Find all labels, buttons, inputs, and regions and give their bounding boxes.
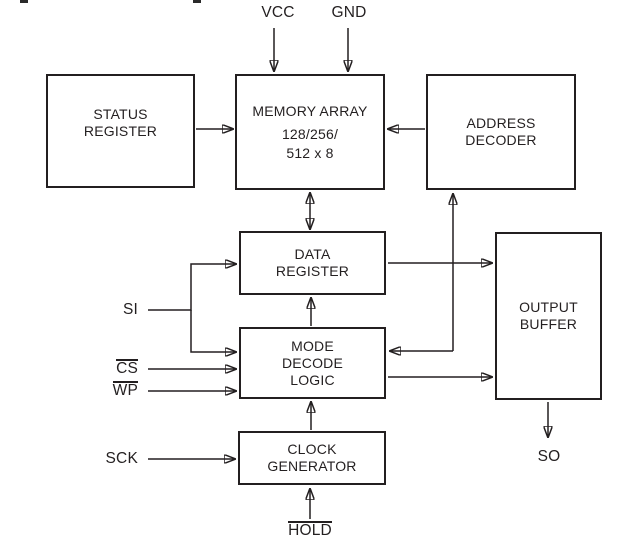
vcc-pin-label: VCC — [261, 4, 295, 21]
hold-pin-label: HOLD — [288, 521, 332, 539]
label-line: STATUS — [93, 106, 148, 122]
data-register-label: DATA REGISTER — [276, 246, 349, 280]
label-line: DECODE — [281, 354, 344, 371]
data-register-box: DATA REGISTER — [239, 231, 386, 295]
output-buffer-box: OUTPUT BUFFER — [495, 232, 602, 400]
memory-array-box: MEMORY ARRAY 128/256/ 512 x 8 — [235, 74, 385, 190]
gnd-pin-label: GND — [331, 4, 367, 21]
label-line: MODE — [291, 337, 334, 354]
label-line: GENERATOR — [267, 458, 357, 474]
label-line: ADDRESS — [466, 115, 536, 131]
label-line: 128/256/ — [281, 125, 339, 142]
so-pin-label: SO — [537, 448, 561, 465]
si-pin-label: SI — [122, 301, 138, 318]
memory-array-label: MEMORY ARRAY 128/256/ 512 x 8 — [252, 102, 367, 163]
label-line: REGISTER — [83, 123, 158, 139]
output-buffer-label: OUTPUT BUFFER — [519, 299, 578, 333]
address-decoder-label: ADDRESS DECODER — [465, 115, 536, 149]
label-line: MEMORY ARRAY — [252, 102, 368, 119]
label-line: LOGIC — [290, 371, 335, 388]
status-register-label: STATUS REGISTER — [84, 106, 157, 140]
arrow-si-to-mode-decode — [190, 310, 236, 352]
label-line: DECODER — [465, 132, 537, 148]
cropped-text-fragment — [20, 0, 28, 3]
clock-generator-box: CLOCK GENERATOR — [238, 431, 386, 485]
mode-decode-logic-box: MODE DECODE LOGIC — [239, 327, 386, 399]
status-register-box: STATUS REGISTER — [46, 74, 195, 188]
cs-pin-label: CS — [116, 359, 138, 377]
cropped-text-fragment — [193, 0, 201, 3]
label-line: REGISTER — [275, 263, 350, 279]
label-line: BUFFER — [519, 316, 578, 332]
label-line: 512 x 8 — [286, 144, 334, 161]
label-line: DATA — [294, 246, 331, 262]
label-line: OUTPUT — [519, 299, 578, 315]
mode-decode-logic-label: MODE DECODE LOGIC — [282, 338, 343, 389]
clock-generator-label: CLOCK GENERATOR — [267, 441, 356, 475]
sck-pin-label: SCK — [105, 450, 138, 467]
wp-pin-label: WP — [112, 381, 138, 399]
arrow-si-to-data-register — [148, 264, 236, 311]
address-decoder-box: ADDRESS DECODER — [426, 74, 576, 190]
label-line: CLOCK — [287, 441, 337, 457]
